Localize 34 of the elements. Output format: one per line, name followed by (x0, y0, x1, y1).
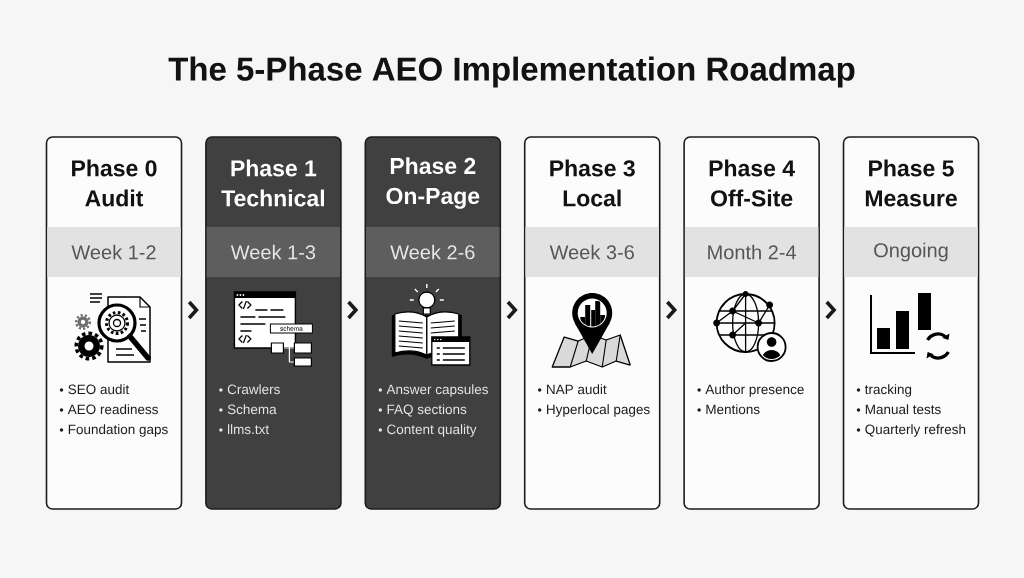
phase-heading: Phase 1 Technical (221, 159, 324, 207)
phase-heading: Phase 4 Off-Site (709, 159, 795, 207)
bullet-item: tracking (864, 384, 912, 397)
chevron-arrow (187, 300, 199, 320)
bullet-item: Manual tests (865, 404, 941, 415)
bullet-item: llms.txt (228, 424, 269, 435)
week-band: Week 1-3 (206, 227, 341, 277)
week-band: Month 2-4 (684, 227, 819, 277)
title: The 5-Phase AEO Implementation Roadmap (168, 56, 855, 88)
bullet-item: AEO readiness (67, 404, 158, 415)
bullet-item: FAQ sections (387, 404, 467, 417)
bullet-item: NAP audit (547, 384, 607, 395)
bullet-item: Quarterly refresh (865, 424, 966, 437)
chevron-arrow (666, 300, 678, 320)
bullet-item: SEO audit (68, 384, 130, 395)
bullet-item: Mentions (706, 404, 760, 415)
bullet-item: Content quality (387, 424, 477, 437)
week-band: Week 1-2 (47, 227, 181, 277)
phase-heading: Phase 3 Local (550, 159, 635, 207)
phase-heading: Phase 5 Measure (865, 159, 957, 207)
chevron-arrow (506, 300, 518, 320)
phase-heading: Phase 2 On-Page (386, 157, 480, 209)
bullet-item: Foundation gaps (68, 424, 168, 437)
phase-heading: Phase 0 Audit (72, 159, 157, 207)
bullet-item: Author presence (705, 384, 804, 397)
bullet-item: Answer capsules (386, 384, 489, 397)
week-band: Ongoing (844, 227, 978, 277)
week-band: Week 2-6 (366, 227, 500, 277)
bullet-item: Hyperlocal pages (547, 404, 650, 417)
bullet-item: Schema (227, 404, 277, 415)
bullet-item: Crawlers (227, 384, 280, 395)
chevron-arrow (347, 300, 359, 320)
week-band: Week 3-6 (525, 227, 659, 277)
chevron-arrow (825, 300, 837, 320)
